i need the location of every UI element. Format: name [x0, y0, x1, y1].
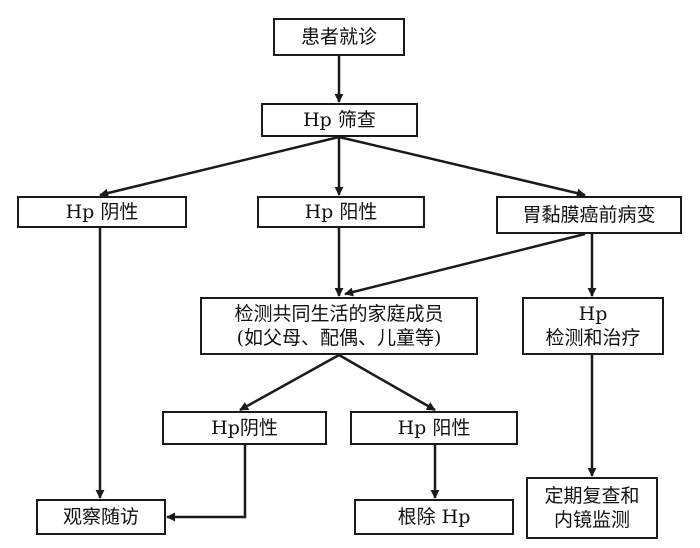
node-label-line: Hp 阳性	[397, 417, 471, 439]
arrow-neg2-to-observe	[166, 445, 247, 522]
arrow-family-to-pos2	[338, 353, 436, 412]
node-pos2: Hp 阳性	[350, 411, 518, 445]
node-neg1: Hp 阴性	[17, 196, 187, 228]
node-eradicate: 根除 Hp	[354, 499, 514, 535]
node-label-line: Hp	[578, 303, 608, 325]
node-label-line: 内镜监测	[553, 509, 630, 531]
node-observe: 观察随访	[36, 499, 166, 535]
arrow-screen-to-precancer	[338, 135, 586, 198]
node-followup: 定期复查和内镜监测	[526, 477, 658, 539]
node-precancer: 胃黏膜癌前病变	[496, 196, 682, 234]
node-label-line: (如父母、配偶、儿童等)	[236, 327, 442, 349]
node-label-line: 检测共同生活的家庭成员	[234, 303, 444, 325]
node-label-line: 患者就诊	[300, 26, 377, 48]
node-visit: 患者就诊	[273, 18, 405, 56]
node-pos1: Hp 阳性	[257, 196, 425, 228]
node-label-line: Hp 筛查	[303, 109, 376, 131]
node-label-line: 定期复查和	[544, 485, 640, 507]
node-label-line: 检测和治疗	[545, 327, 641, 349]
node-neg2: Hp阴性	[162, 411, 327, 445]
node-screen: Hp 筛查	[261, 103, 418, 137]
node-label-line: Hp 阴性	[65, 201, 139, 223]
node-label-line: 根除 Hp	[397, 506, 471, 528]
node-label-line: 观察随访	[62, 506, 139, 528]
node-family: 检测共同生活的家庭成员(如父母、配偶、儿童等)	[200, 297, 478, 355]
node-label-line: 胃黏膜癌前病变	[522, 204, 656, 226]
arrow-family-to-neg2	[239, 353, 340, 412]
node-label-line: Hp 阳性	[304, 201, 378, 223]
node-label-line: Hp阴性	[211, 417, 278, 439]
arrow-precancer-to-family	[344, 232, 586, 297]
arrow-screen-to-neg1	[99, 135, 340, 198]
